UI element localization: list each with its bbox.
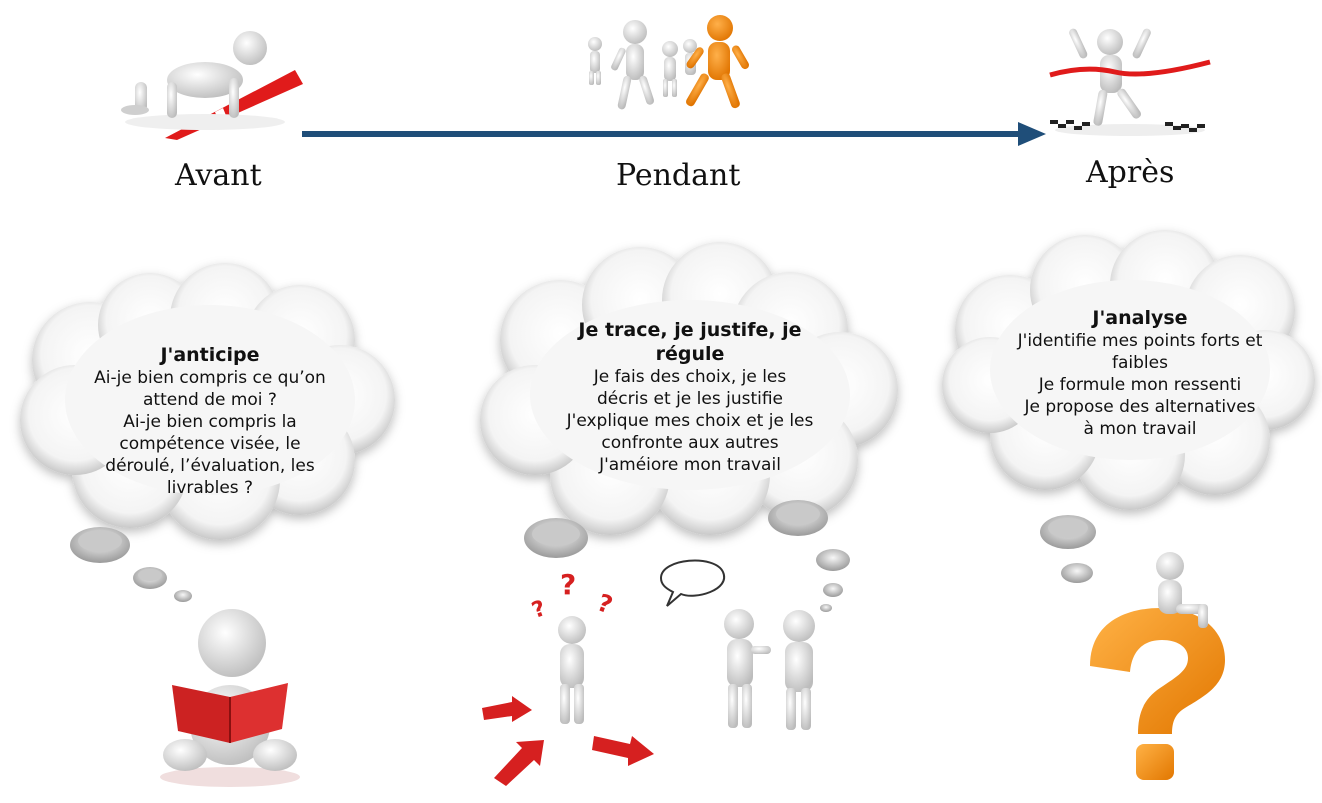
confused-figure-illustration: ? ? ? bbox=[482, 568, 654, 786]
stage-label-avant: Avant bbox=[175, 158, 262, 193]
thought-bubbles-2 bbox=[524, 500, 850, 612]
svg-text:?: ? bbox=[594, 588, 617, 619]
svg-text:?: ? bbox=[529, 596, 550, 624]
cloud-regule-line: décris et je les justifie bbox=[596, 389, 784, 409]
cloud-anticipe-line: Ai-je bien compris la bbox=[123, 412, 297, 432]
thinker-question-mark-illustration bbox=[1090, 552, 1225, 780]
cloud-analyse-line: Je formule mon ressenti bbox=[1038, 375, 1242, 395]
cloud-anticipe-line: livrables ? bbox=[166, 478, 254, 498]
cloud-regule-line: Je fais des choix, je les bbox=[593, 367, 787, 387]
cloud-regule-line: J'améiore mon travail bbox=[599, 455, 781, 475]
cloud-anticipe-title: J'anticipe bbox=[160, 344, 260, 366]
cloud-anticipe-text: J'anticipe Ai-je bien compris ce qu’on a… bbox=[60, 343, 360, 499]
cloud-regule-line: confronte aux autres bbox=[601, 433, 779, 453]
cloud-regule-title-2: régule bbox=[655, 343, 725, 365]
cloud-analyse-line: J'identifie mes points forts et bbox=[1017, 331, 1263, 351]
cloud-regule-line: J'explique mes choix et je les bbox=[566, 411, 814, 431]
svg-text:?: ? bbox=[560, 568, 576, 601]
cloud-anticipe-line: attend de moi ? bbox=[143, 390, 277, 410]
discussion-figures-illustration bbox=[659, 559, 815, 730]
cloud-anticipe bbox=[20, 263, 395, 540]
runners-group-illustration bbox=[588, 15, 749, 110]
stage-label-apres: Après bbox=[1086, 155, 1175, 190]
stage-label-pendant: Pendant bbox=[616, 158, 741, 193]
cloud-analyse-title: J'analyse bbox=[1092, 307, 1188, 329]
cloud-analyse-line: à mon travail bbox=[1083, 419, 1197, 439]
reader-figure-illustration bbox=[160, 609, 300, 787]
thought-bubbles-1 bbox=[70, 527, 192, 602]
cloud-analyse-line: Je propose des alternatives bbox=[1024, 397, 1256, 417]
cloud-analyse-text: J'analyse J'identifie mes points forts e… bbox=[990, 306, 1290, 440]
cloud-anticipe-line: déroulé, l’évaluation, les bbox=[105, 456, 315, 476]
cloud-analyse bbox=[942, 230, 1315, 510]
start-runner-illustration bbox=[121, 31, 303, 140]
cloud-regule-text: Je trace, je justife, je régule Je fais … bbox=[530, 318, 850, 476]
thought-bubbles-3 bbox=[1040, 515, 1096, 583]
cloud-analyse-line: faibles bbox=[1112, 353, 1168, 373]
cloud-regule bbox=[480, 242, 898, 535]
cloud-anticipe-line: Ai-je bien compris ce qu’on bbox=[94, 368, 326, 388]
cloud-regule-title: Je trace, je justife, je bbox=[578, 319, 802, 341]
finish-runner-illustration bbox=[1049, 28, 1211, 136]
cloud-anticipe-line: compétence visée, le bbox=[119, 434, 301, 454]
